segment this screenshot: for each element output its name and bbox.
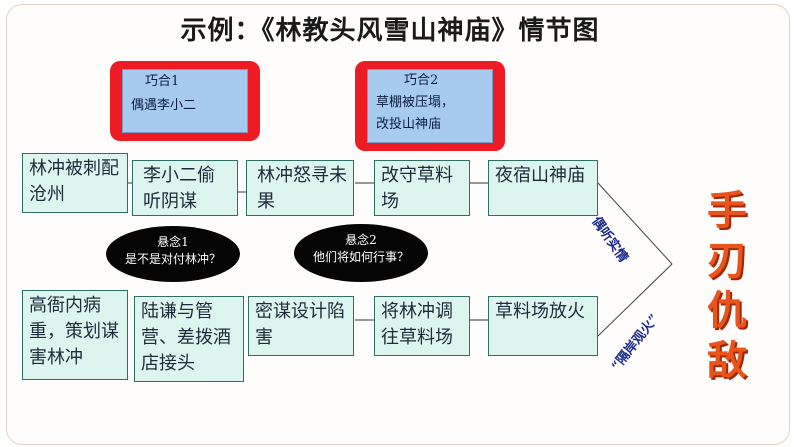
coincidence-2-label: 巧合2: [404, 73, 439, 88]
suspense-1-label: 悬念1: [157, 235, 189, 249]
top-box-3: 林冲怒寻未果: [246, 160, 354, 216]
suspense-1-text: 是不是对付林冲？: [124, 252, 221, 266]
suspense-2-text: 他们将如何行事？: [312, 250, 409, 264]
bottom-box-1: 高衙内病重，策划谋害林冲: [22, 290, 128, 380]
climax-text: 手刃仇敌: [707, 187, 747, 384]
suspense-2-ellipse: 悬念2 他们将如何行事？: [294, 224, 428, 282]
top-box-1: 林冲被刺配沧州: [22, 153, 128, 213]
top-box-4: 改守草料场: [374, 160, 470, 216]
suspense-2-label: 悬念2: [345, 233, 377, 247]
bottom-box-3: 密谋设计陷害: [248, 296, 354, 356]
top-box-5: 夜宿山神庙: [488, 160, 598, 216]
coincidence-2-text: 草棚被压塌，: [376, 95, 455, 110]
page-title: 示例：《林教头风雪山神庙》情节图: [180, 16, 600, 46]
top-box-2: 李小二偷听阴谋: [132, 160, 238, 216]
coincidence-1-label: 巧合1: [145, 74, 180, 89]
coincidence-2-box: 巧合2 草棚被压塌， 改投山神庙: [355, 61, 505, 151]
coincidence-2-inner: 巧合2 草棚被压塌， 改投山神庙: [367, 69, 493, 143]
coincidence-1-text: 偶遇李小二: [131, 98, 197, 113]
suspense-1-ellipse: 悬念1 是不是对付林冲？: [106, 226, 240, 282]
bottom-box-4: 将林冲调往草料场: [374, 296, 470, 356]
bottom-box-2: 陆谦与管营、差拨酒店接头: [134, 296, 244, 382]
coincidence-2-text2: 改投山神庙: [376, 117, 442, 132]
coincidence-1-inner: 巧合1 偶遇李小二: [122, 69, 248, 133]
bottom-box-5: 草料场放火: [488, 296, 598, 356]
coincidence-1-box: 巧合1 偶遇李小二: [110, 61, 260, 141]
